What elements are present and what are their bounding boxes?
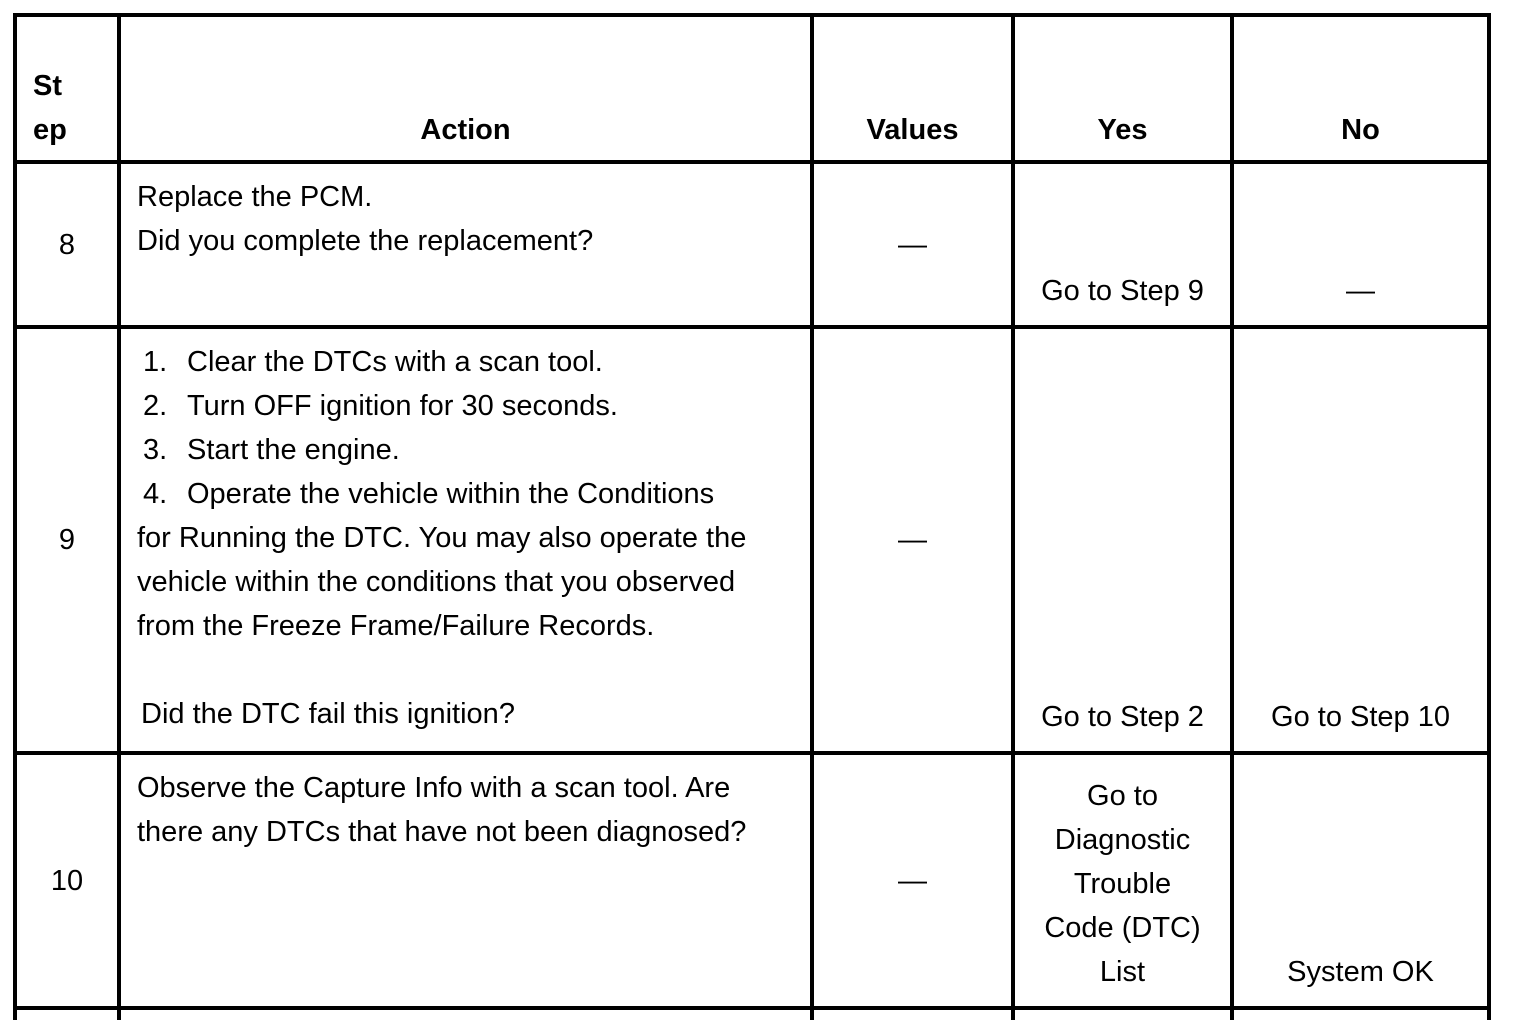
list-item-text: Start the engine.	[187, 434, 400, 466]
list-item-text: Operate the vehicle within the Condition…	[137, 478, 747, 642]
list-item-text: Clear the DTCs with a scan tool.	[187, 346, 603, 378]
header-action: Action	[117, 13, 814, 164]
action-list-item-4: 4.Operate the vehicle within the Conditi…	[137, 472, 794, 648]
no-cell-10: System OK	[1230, 751, 1491, 1010]
table-row-step-10: 10 Observe the Capture Info with a scan …	[13, 751, 1491, 1010]
no-cell-8: —	[1230, 160, 1491, 329]
step-number-9: 9	[13, 325, 121, 755]
cutoff-cell	[1230, 1006, 1491, 1020]
action-cell-8: Replace the PCM. Did you complete the re…	[117, 160, 814, 329]
diagnostic-step-table: St ep Action Values Yes No 8 Replace the…	[13, 13, 1491, 1020]
table-row-step-8: 8 Replace the PCM. Did you complete the …	[13, 160, 1491, 329]
action-cell-10: Observe the Capture Info with a scan too…	[117, 751, 814, 1010]
list-item-number: 3.	[143, 434, 168, 466]
values-cell-9: —	[810, 325, 1015, 755]
header-no: No	[1230, 13, 1491, 164]
values-cell-8: —	[810, 160, 1015, 329]
list-item-number: 1.	[143, 346, 168, 378]
step-number-8: 8	[13, 160, 121, 329]
header-yes: Yes	[1011, 13, 1234, 164]
yes-cell-8: Go to Step 9	[1011, 160, 1234, 329]
header-step: St ep	[13, 13, 121, 164]
values-cell-10: —	[810, 751, 1015, 1010]
list-item-number: 4.	[143, 478, 168, 510]
no-cell-9: Go to Step 10	[1230, 325, 1491, 755]
list-item-text: Turn OFF ignition for 30 seconds.	[187, 390, 618, 422]
cutoff-cell	[117, 1006, 814, 1020]
yes-cell-10: Go to Diagnostic Trouble Code (DTC) List	[1011, 751, 1234, 1010]
table-row-step-9: 9 1. Clear the DTCs with a scan tool. 2. T…	[13, 325, 1491, 755]
action-list-item-3: 3. Start the engine.	[137, 428, 794, 472]
cutoff-cell	[1011, 1006, 1234, 1020]
list-item-number: 2.	[143, 390, 168, 422]
action-question: Did the DTC fail this ignition?	[141, 698, 515, 730]
header-values: Values	[810, 13, 1015, 164]
step-number-10: 10	[13, 751, 121, 1010]
action-list-item-2: 2. Turn OFF ignition for 30 seconds.	[137, 384, 794, 428]
action-list-item-1: 1. Clear the DTCs with a scan tool.	[137, 340, 794, 384]
table-header-row: St ep Action Values Yes No	[13, 13, 1491, 164]
yes-cell-9: Go to Step 2	[1011, 325, 1234, 755]
cutoff-row	[13, 1006, 1491, 1020]
cutoff-cell	[13, 1006, 121, 1020]
cutoff-cell	[810, 1006, 1015, 1020]
action-cell-9: 1. Clear the DTCs with a scan tool. 2. Tur…	[117, 325, 814, 755]
